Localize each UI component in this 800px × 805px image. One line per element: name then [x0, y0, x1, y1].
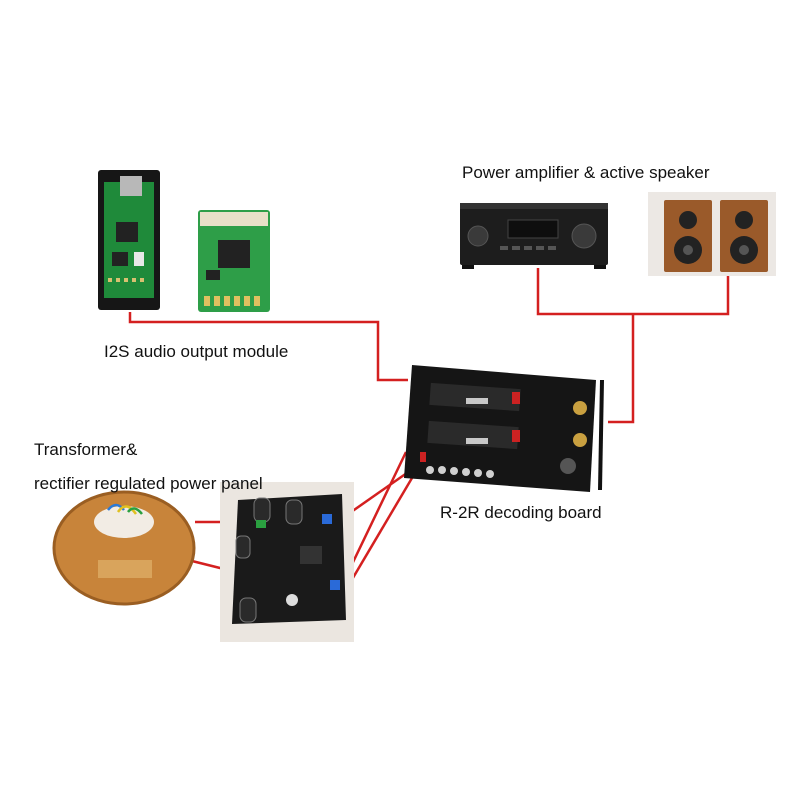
- r2r-board-label: R-2R decoding board: [440, 503, 602, 522]
- wire-i2s-to-r2r: [128, 312, 408, 382]
- i2s-board-green: [198, 210, 270, 312]
- power-panel: [220, 482, 354, 642]
- i2s-board-black: [98, 170, 160, 310]
- wire-amp-trunk: [608, 314, 635, 424]
- transformer-label-line1: Transformer&: [34, 440, 138, 459]
- toroidal-transformer: [52, 490, 196, 606]
- r2r-board: [404, 365, 604, 492]
- transformer-label-line2: rectifier regulated power panel: [34, 474, 263, 493]
- power-amp-label: Power amplifier & active speaker: [462, 163, 710, 182]
- i2s-module-label: I2S audio output module: [104, 342, 289, 361]
- wire-psu-to-r2r-2: [342, 477, 414, 594]
- power-amplifier: [460, 203, 608, 269]
- active-speakers: [648, 192, 776, 276]
